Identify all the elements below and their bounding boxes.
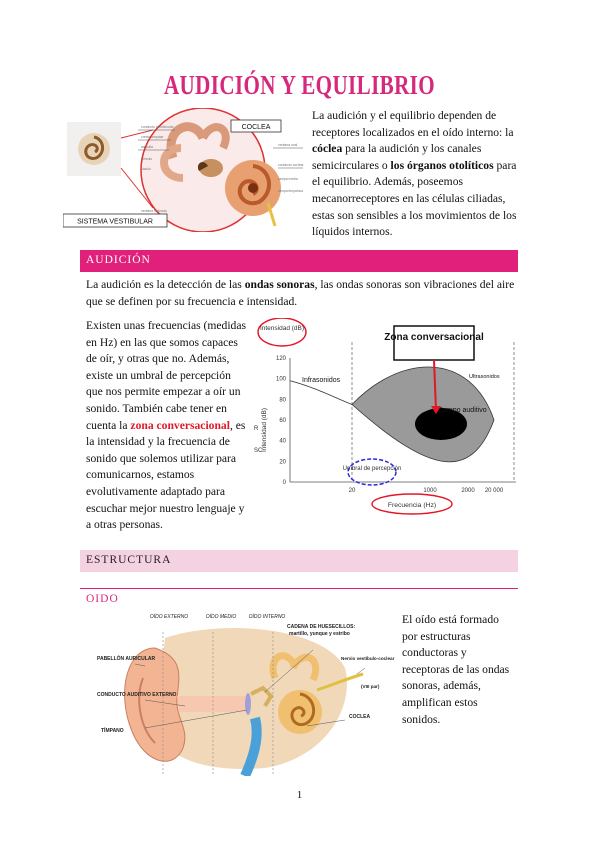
x-tick-label: 1000 <box>423 488 437 494</box>
campo-label: Campo auditivo <box>438 407 487 414</box>
y-tick-label: 40 <box>279 439 286 445</box>
section-heading-audicion: AUDICIÓN <box>80 250 518 272</box>
audicion-paragraph-2: Existen unas frecuencias (medidas en Hz)… <box>86 319 246 532</box>
oido-medio-label: OÍDO MEDIO <box>206 613 237 620</box>
vestibular-label: SISTEMA VESTIBULAR <box>77 219 153 226</box>
svg-text:ampolla: ampolla <box>141 145 153 149</box>
svg-text:conducto semicircular: conducto semicircular <box>141 125 175 129</box>
svg-text:rampa media: rampa media <box>278 177 298 181</box>
conversational-zone <box>415 408 467 440</box>
svg-text:conducto coclear: conducto coclear <box>278 163 305 167</box>
ear-anatomy-figure: OÍDO EXTERNO OÍDO MEDIO OÍDO INTERNO CAD… <box>95 608 395 779</box>
nervio-label: Nervio vestíbulo-coclear <box>341 656 395 661</box>
y-tick-label: 80 <box>279 397 286 403</box>
section-heading-estructura: ESTRUCTURA <box>80 550 518 572</box>
svg-text:rampa timpánica: rampa timpánica <box>278 189 303 193</box>
y-tick-label: 60 <box>279 418 286 424</box>
side-label-sc: SC <box>254 448 263 454</box>
xlabel: Frecuencia (Hz) <box>388 502 436 509</box>
page-number: 1 <box>296 789 303 801</box>
y-tick-label: 0 <box>283 480 287 486</box>
cadena-sub-label: martillo, yunque y estribo <box>289 631 350 637</box>
svg-text:ventana redonda: ventana redonda <box>141 209 167 213</box>
infrasonidos-label: Infrasonidos <box>302 377 341 384</box>
svg-text:ventana oval: ventana oval <box>278 143 297 147</box>
zona-label: Zona conversacional <box>384 332 484 343</box>
intro-paragraph: La audición y el equilibrio dependen de … <box>312 109 517 239</box>
coclea-label: COCLEA <box>242 124 271 131</box>
svg-text:utrículo: utrículo <box>141 157 152 161</box>
divider-line <box>80 588 518 589</box>
umbral-label: Umbral de percepción <box>343 466 402 472</box>
subheading-oido: OIDO <box>86 593 119 605</box>
conducto-label: CONDUCTO AUDITIVO EXTERNO <box>97 692 177 698</box>
oido-paragraph: El oído está formado por estructuras con… <box>402 613 510 726</box>
coclea-anatomy-label: COCLEA <box>349 714 371 720</box>
svg-text:cresta ampular: cresta ampular <box>141 135 164 139</box>
y-tick-label: 120 <box>276 356 287 362</box>
oido-interno-label: OÍDO INTERNO <box>249 613 286 620</box>
svg-text:sáculo: sáculo <box>141 167 151 171</box>
side-label-r: R <box>254 426 259 432</box>
audible-field-chart: 120 100 80 60 40 20 0 20 1000 2000 20 000 Campo a… <box>254 317 520 518</box>
y-tick-label: 20 <box>279 459 286 465</box>
x-tick-label: 2000 <box>461 488 475 494</box>
nervio-par-label: (VIII par) <box>361 684 380 689</box>
infrasound-curve <box>289 380 353 405</box>
pabellon-label: PABELLÓN AURICULAR <box>97 654 155 662</box>
ultrasonidos-label: Ultrasonidos <box>469 374 500 380</box>
page-title: AUDICIÓN Y EQUILIBRIO <box>163 70 436 100</box>
x-tick-label: 20 000 <box>485 488 504 494</box>
cadena-label: CADENA DE HUESECILLOS: <box>287 624 355 630</box>
oido-externo-label: OÍDO EXTERNO <box>150 613 188 620</box>
ylabel-rotated: Intensidad (dB) <box>261 408 268 452</box>
y-tick-label: 100 <box>276 377 287 383</box>
x-tick-label: 20 <box>349 488 356 494</box>
audicion-paragraph-1: La audición es la detección de las ondas… <box>86 278 515 308</box>
inner-ear-figure: conducto semicircular cresta ampular amp… <box>62 107 307 233</box>
ylabel-circle: Intensidad (dB) <box>260 325 304 332</box>
timpano-label: TÍMPANO <box>101 726 124 734</box>
